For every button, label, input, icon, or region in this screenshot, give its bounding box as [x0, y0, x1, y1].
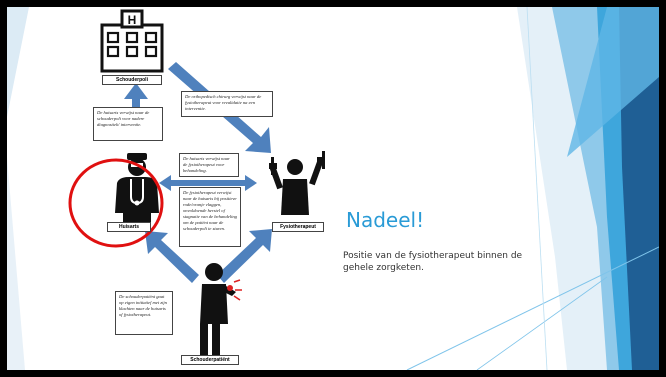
theme-line: [476, 276, 608, 370]
arrow-gp-physio: [159, 175, 257, 191]
slide-title: Nadeel!: [346, 208, 425, 232]
theme-line: [526, 7, 548, 370]
note-gp-to-hospital: De huisarts verwijst naar de schouderpol…: [93, 107, 163, 141]
slide: H: [7, 7, 659, 370]
hospital-label: Schouderpoli: [102, 75, 162, 85]
physiotherapist-icon: [269, 151, 325, 215]
patient-label: Schouderpatiënt: [181, 355, 239, 365]
care-chain-diagram: H: [68, 9, 325, 357]
note-patient-self: De schouderpatiënt gaat op eigen initiat…: [115, 291, 173, 335]
patient-icon: [200, 263, 242, 357]
note-physio-to-gp: De fysiotherapeut verwijst naar de huisa…: [179, 187, 241, 247]
slide-subtitle: Positie van de fysiotherapeut binnen de …: [343, 251, 523, 273]
arrow-patient-to-gp: [145, 231, 199, 283]
svg-text:H: H: [128, 13, 137, 27]
slide-theme-decoration: [7, 7, 659, 370]
doctor-icon: [115, 153, 159, 223]
note-gp-to-physio: De huisarts verwijst naar de fysiotherap…: [179, 153, 239, 177]
left-bottom-strip: [7, 157, 25, 370]
arrow-patient-to-physio: [217, 229, 272, 283]
note-surgeon-to-physio: De orthopedisch chirurg verwijst naar de…: [181, 91, 273, 117]
hospital-icon: H: [100, 9, 164, 73]
gp-label: Huisarts: [107, 222, 151, 232]
theme-line: [406, 246, 659, 370]
right-upper-facet: [567, 7, 659, 157]
left-accent-strip: [7, 7, 29, 117]
highlight-circle: [68, 158, 164, 248]
physio-label: Fysiotherapeut: [272, 222, 324, 232]
